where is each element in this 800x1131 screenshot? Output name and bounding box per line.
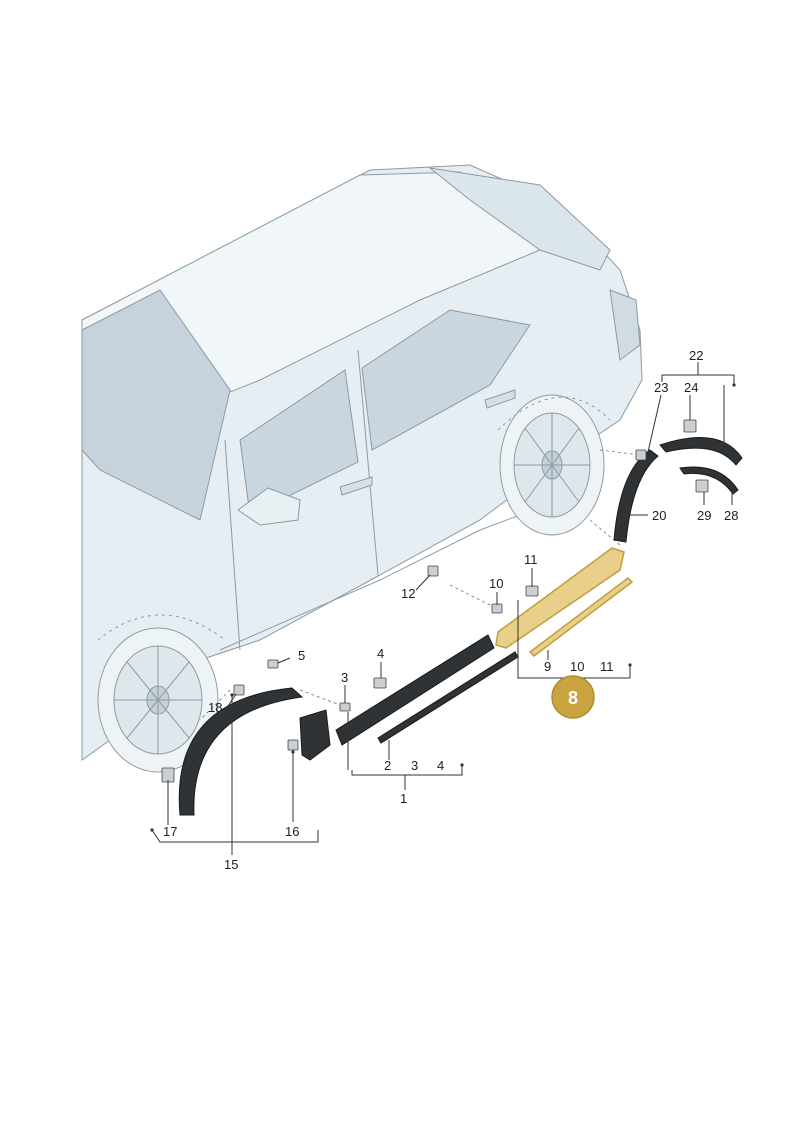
rear-wheel-arch-trim[interactable] — [613, 436, 743, 543]
leader-lines — [151, 362, 735, 855]
fasteners[interactable] — [161, 419, 709, 783]
label-4: 4 — [377, 646, 384, 661]
assembly-guide-lines — [199, 449, 641, 721]
label-16: 16 — [285, 824, 299, 839]
highlighted-sill-trim[interactable] — [495, 547, 634, 657]
label-11-bottom: 11 — [600, 659, 614, 674]
part-labels: 1 2 3 4 3 4 5 9 10 11 10 11 12 15 16 17 … — [163, 348, 738, 872]
label-24: 24 — [684, 380, 698, 395]
label-11: 11 — [524, 552, 538, 567]
label-4-bottom: 4 — [437, 758, 444, 773]
highlight-badge[interactable]: 8 — [551, 675, 595, 719]
label-3: 3 — [341, 670, 348, 685]
side-sill-moulding[interactable] — [335, 634, 519, 746]
highlight-badge-number: 8 — [568, 688, 578, 708]
label-5: 5 — [298, 648, 305, 663]
label-10-bottom: 10 — [570, 659, 584, 674]
rear-wheel — [499, 394, 605, 536]
label-15: 15 — [224, 857, 238, 872]
front-wheel-arch-trim[interactable] — [178, 687, 331, 816]
label-10: 10 — [489, 576, 503, 591]
label-29: 29 — [697, 508, 711, 523]
label-28: 28 — [724, 508, 738, 523]
label-1: 1 — [400, 791, 407, 806]
label-9: 9 — [544, 659, 551, 674]
label-22: 22 — [689, 348, 703, 363]
label-2: 2 — [384, 758, 391, 773]
label-3-bottom: 3 — [411, 758, 418, 773]
label-18: 18 — [208, 700, 222, 715]
front-wheel — [97, 627, 219, 773]
car-body — [81, 164, 643, 773]
label-20: 20 — [652, 508, 666, 523]
label-17: 17 — [163, 824, 177, 839]
label-23: 23 — [654, 380, 668, 395]
label-12: 12 — [401, 586, 415, 601]
bracket-end-dots — [150, 383, 736, 832]
